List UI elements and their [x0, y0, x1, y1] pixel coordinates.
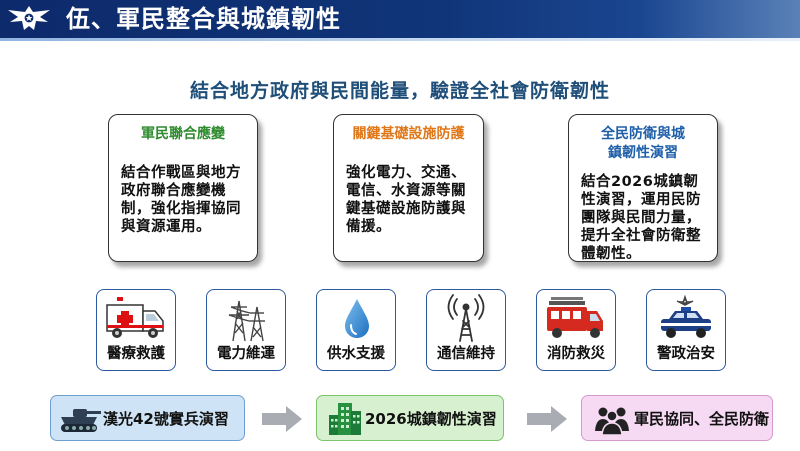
card-body: 結合2026城鎮韌性演習，運用民防團隊與民間力量，提升全社會防衛整體韌性。 — [581, 174, 701, 262]
flow-label: 2026城鎮韌性演習 — [365, 409, 497, 428]
power-tower-icon — [228, 300, 265, 342]
tile-water: 供水支援 — [316, 289, 396, 371]
city-buildings-icon — [329, 403, 361, 435]
header-stripe — [0, 38, 800, 41]
antenna-icon — [447, 294, 485, 342]
ambulance-icon — [106, 297, 164, 338]
card-title: 軍民聯合應變 — [141, 126, 225, 142]
card-body: 強化電力、交通、電信、水資源等關鍵基礎設施防護與備援。 — [346, 165, 466, 235]
tile-label: 警政治安 — [657, 346, 715, 362]
tile-police: 警政治安 — [646, 289, 726, 371]
flow-step-civil-military: 軍民協同、全民防衛 — [581, 395, 773, 441]
card-joint-response: 軍民聯合應變 結合作戰區與地方政府聯合應變機制，強化指揮協同與資源運用。 — [108, 114, 258, 262]
people-group-icon — [595, 407, 629, 435]
tile-label: 供水支援 — [327, 346, 385, 362]
card-title: 關鍵基礎設施防護 — [352, 126, 465, 142]
water-drop-icon — [345, 299, 369, 338]
tile-power: 電力維運 — [206, 289, 286, 371]
flow-label: 漢光42號實兵演習 — [103, 409, 229, 428]
tile-telecom: 通信維持 — [426, 289, 506, 371]
flow-step-urban-resilience: 2026城鎮韌性演習 — [316, 395, 504, 441]
tile-fire: 消防救災 — [536, 289, 616, 371]
tank-icon — [61, 409, 101, 432]
tile-medical: 醫療救護 — [96, 289, 176, 371]
tile-label: 醫療救護 — [107, 346, 165, 362]
eagle-emblem-icon — [8, 6, 50, 30]
police-car-icon — [661, 294, 711, 338]
fire-truck-icon — [547, 297, 603, 338]
flow-label: 軍民協同、全民防衛 — [634, 409, 770, 428]
arrow-right-icon — [527, 406, 567, 432]
flow-step-hanguang: 漢光42號實兵演習 — [50, 395, 245, 441]
tile-label: 電力維運 — [217, 346, 275, 362]
arrow-right-icon — [262, 406, 302, 432]
page-title: 伍、軍民整合與城鎮韌性 — [66, 5, 341, 33]
tile-label: 消防救災 — [547, 346, 605, 362]
section-subtitle: 結合地方政府與民間能量，驗證全社會防衛韌性 — [189, 80, 610, 102]
card-title: 全民防衛與城鎮韌性演習 — [601, 126, 685, 161]
card-body: 結合作戰區與地方政府聯合應變機制，強化指揮協同與資源運用。 — [121, 165, 241, 235]
header-bar: 伍、軍民整合與城鎮韌性 — [0, 0, 800, 38]
card-civil-defense-drill: 全民防衛與城鎮韌性演習 結合2026城鎮韌性演習，運用民防團隊與民間力量，提升全… — [568, 114, 718, 262]
card-infrastructure-protection: 關鍵基礎設施防護 強化電力、交通、電信、水資源等關鍵基礎設施防護與備援。 — [333, 114, 484, 262]
tile-label: 通信維持 — [437, 346, 495, 362]
